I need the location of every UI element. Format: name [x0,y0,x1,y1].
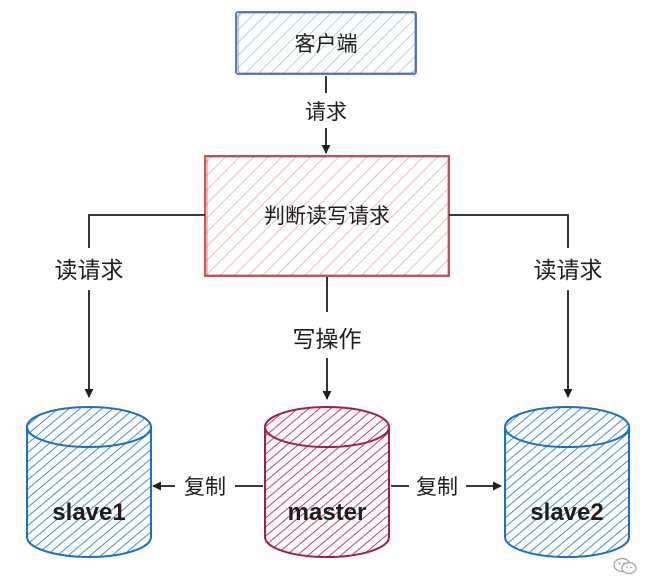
read-left-edge [88,214,205,248]
read-right-edge [449,214,569,248]
master-label: master [288,499,367,526]
slave2-label: slave2 [530,499,603,526]
write-label: 写操作 [293,327,362,353]
read-left-label: 读请求 [55,258,124,284]
slave2-node: slave2 [504,406,630,558]
master-node: master [264,406,390,558]
replicate-right-label: 复制 [416,475,458,499]
replicate-left-label: 复制 [184,475,226,499]
slave1-label: slave1 [52,499,125,526]
client-node: 客户端 [235,11,417,75]
request-label: 请求 [305,100,347,124]
router-label: 判断读写请求 [264,204,390,228]
slave1-node: slave1 [26,406,152,558]
router-node: 判断读写请求 [204,155,450,277]
watermark-logo-icon [613,557,637,575]
client-label: 客户端 [295,32,358,56]
read-right-label: 读请求 [534,258,603,284]
